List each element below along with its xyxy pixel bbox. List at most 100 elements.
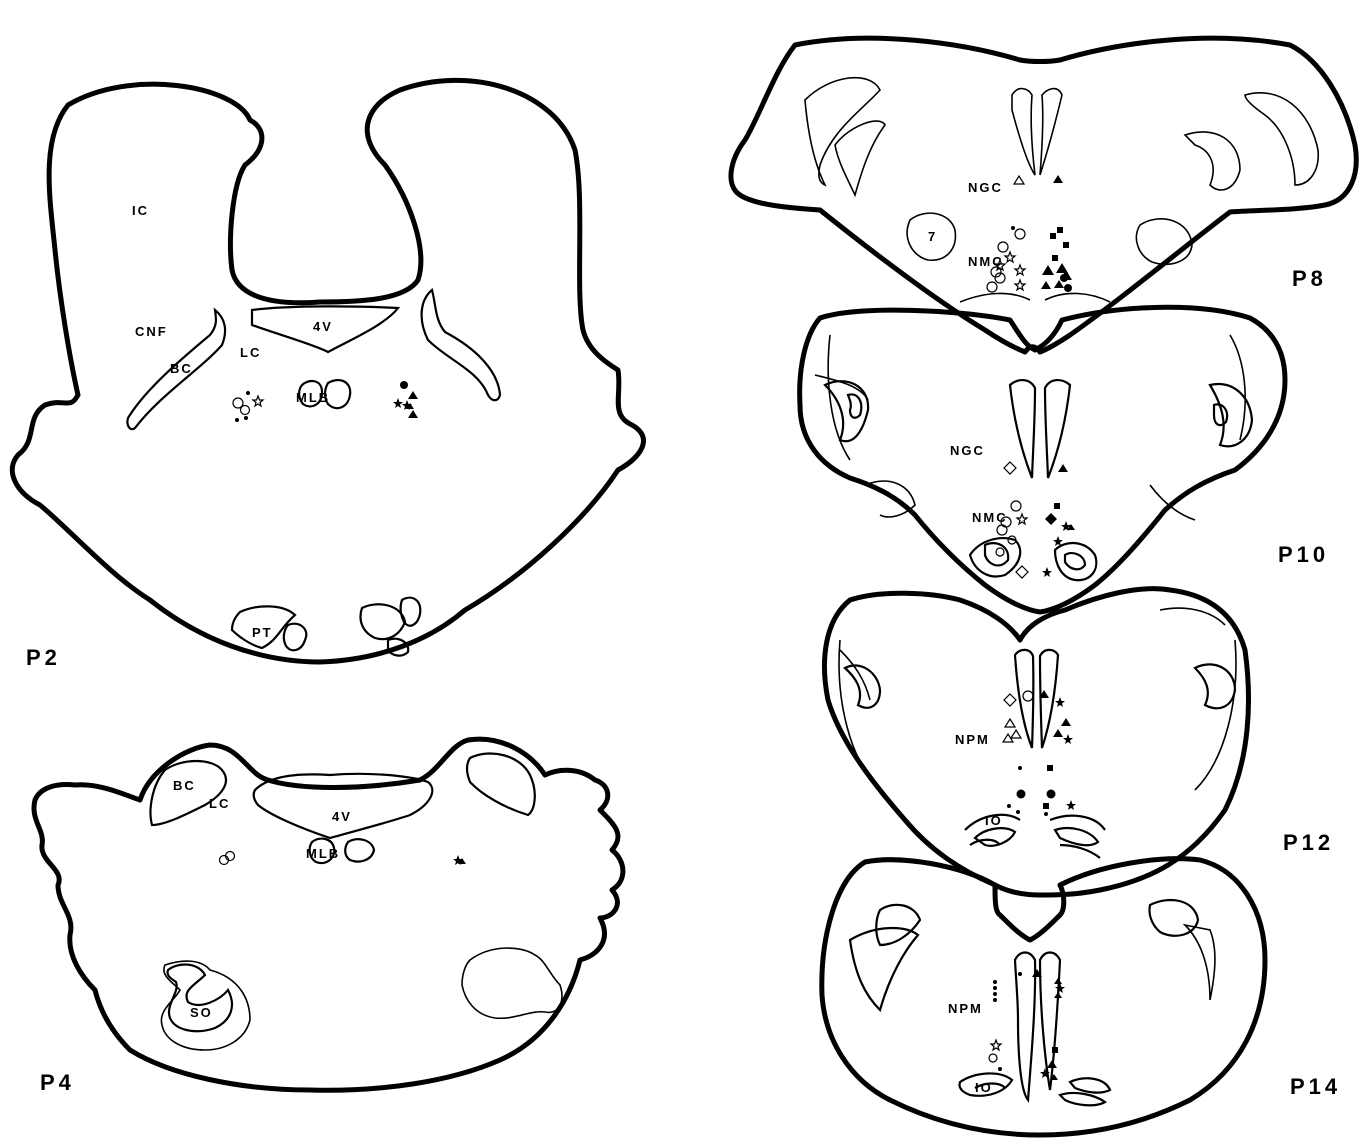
- filled-circle-marker: [1011, 226, 1015, 230]
- filled-star-marker: [1063, 734, 1073, 744]
- filled-star-marker: [1055, 983, 1065, 993]
- open-star-marker: [1017, 514, 1027, 524]
- open-star-marker: [1015, 265, 1025, 275]
- p8-label-7: 7: [928, 229, 937, 244]
- filled-triangle-marker: [408, 410, 418, 418]
- filled-square-marker: [1052, 1047, 1058, 1053]
- filled-star-marker: [1066, 800, 1076, 810]
- open-circle-marker: [1015, 229, 1025, 239]
- p10-right-arc: [1150, 335, 1245, 520]
- p12-inner-left: [839, 640, 880, 790]
- filled-circle-marker: [246, 391, 250, 395]
- filled-star-marker: [393, 398, 403, 408]
- filled-triangle-marker: [1042, 265, 1054, 275]
- filled-square-marker: [1047, 765, 1053, 771]
- filled-circle-marker: [244, 416, 248, 420]
- filled-circle-marker: [1018, 766, 1022, 770]
- p12-panel-title: P12: [1283, 830, 1334, 855]
- section-p4: BC LC 4V MLB SO P4: [34, 739, 623, 1095]
- filled-triangle-marker: [1058, 464, 1068, 472]
- p8-left-lobe-inner: [835, 121, 885, 195]
- p14-io-right: [1060, 1078, 1110, 1105]
- filled-triangle-marker: [1053, 175, 1063, 183]
- p8-midline-right: [1040, 89, 1062, 175]
- p8-right-lobe-inner: [1185, 132, 1240, 190]
- filled-square-marker: [1050, 233, 1056, 239]
- p2-label-mlb: MLB: [296, 390, 330, 405]
- p4-label-4v: 4V: [332, 809, 352, 824]
- p2-panel-title: P2: [26, 645, 61, 670]
- filled-square-marker: [1057, 227, 1063, 233]
- open-circle-marker: [996, 548, 1004, 556]
- p12-inner-right: [1160, 608, 1236, 790]
- p14-outline: [822, 859, 1265, 1135]
- filled-circle-marker: [1018, 972, 1022, 976]
- p12-right-lobe: [1195, 664, 1235, 708]
- filled-diamond-marker: [1045, 513, 1057, 525]
- p4-right-nucleus: [462, 948, 562, 1018]
- p4-bc-right: [467, 753, 535, 815]
- p10-label-nmc: NMC: [972, 510, 1008, 525]
- filled-circle-marker: [1007, 804, 1011, 808]
- open-triangle-marker: [1011, 730, 1021, 738]
- p8-panel-title: P8: [1292, 266, 1327, 291]
- p2-label-ic: IC: [132, 203, 149, 218]
- open-circle-marker: [1011, 501, 1021, 511]
- filled-square-marker: [1043, 803, 1049, 809]
- open-circle-marker: [997, 525, 1007, 535]
- open-triangle-marker: [1014, 176, 1024, 184]
- open-diamond-marker: [1016, 566, 1028, 578]
- open-circle-marker: [1023, 691, 1033, 701]
- p10-label-ngc: NGC: [950, 443, 985, 458]
- p8-right-nucleus: [1136, 219, 1192, 264]
- p12-markers: [1003, 690, 1076, 816]
- p10-left-lobe-inner: [848, 394, 861, 417]
- filled-circle-marker: [400, 381, 408, 389]
- filled-triangle-marker: [1054, 992, 1062, 998]
- filled-circle-marker: [1060, 274, 1068, 282]
- p14-label-io: IO: [975, 1080, 993, 1095]
- p12-label-io: IO: [985, 813, 1003, 828]
- filled-circle-marker: [235, 418, 239, 422]
- p10-midline-left: [1010, 380, 1035, 478]
- filled-triangle-marker: [1041, 281, 1051, 289]
- p8-label-ngc: NGC: [968, 180, 1003, 195]
- p4-mlb-right: [345, 839, 374, 861]
- p4-markers: [220, 852, 467, 866]
- filled-square-marker: [1052, 255, 1058, 261]
- filled-square-marker: [1054, 503, 1060, 509]
- p8-right-lobe: [1245, 93, 1318, 185]
- p12-label-npm: NPM: [955, 732, 990, 747]
- p2-label-pt: PT: [252, 625, 273, 640]
- open-triangle-marker: [1005, 719, 1015, 727]
- p2-label-bc: BC: [170, 361, 193, 376]
- p2-label-cnf: CNF: [135, 324, 168, 339]
- open-star-marker: [253, 396, 263, 406]
- p12-io-right: [1050, 816, 1105, 858]
- p14-left-lobe: [850, 928, 918, 1010]
- section-p14: NPM IO P14: [822, 859, 1341, 1135]
- p4-label-bc: BC: [173, 778, 196, 793]
- filled-circle-marker: [1016, 810, 1020, 814]
- p14-right-lobe-outer: [1185, 925, 1215, 1000]
- filled-circle-marker: [993, 998, 997, 1002]
- p12-outline: [824, 589, 1248, 895]
- section-p10: NGC NMC P10: [800, 307, 1329, 612]
- filled-triangle-marker: [1054, 978, 1062, 984]
- p10-midline-right: [1045, 380, 1070, 478]
- p2-outline: [12, 80, 643, 662]
- filled-star-marker: [1042, 567, 1052, 577]
- p14-markers: [989, 969, 1065, 1080]
- open-star-marker: [1015, 280, 1025, 290]
- filled-circle-marker: [993, 986, 997, 990]
- p12-left-lobe: [845, 665, 880, 707]
- filled-circle-marker: [1064, 284, 1072, 292]
- filled-circle-marker: [998, 1067, 1002, 1071]
- filled-triangle-marker: [1061, 718, 1071, 726]
- section-p8: NGC NMC 7 P8: [731, 38, 1356, 352]
- filled-triangle-marker: [1053, 729, 1063, 737]
- p2-brachium-right: [422, 290, 500, 400]
- open-circle-marker: [241, 406, 250, 415]
- open-diamond-marker: [1004, 694, 1016, 706]
